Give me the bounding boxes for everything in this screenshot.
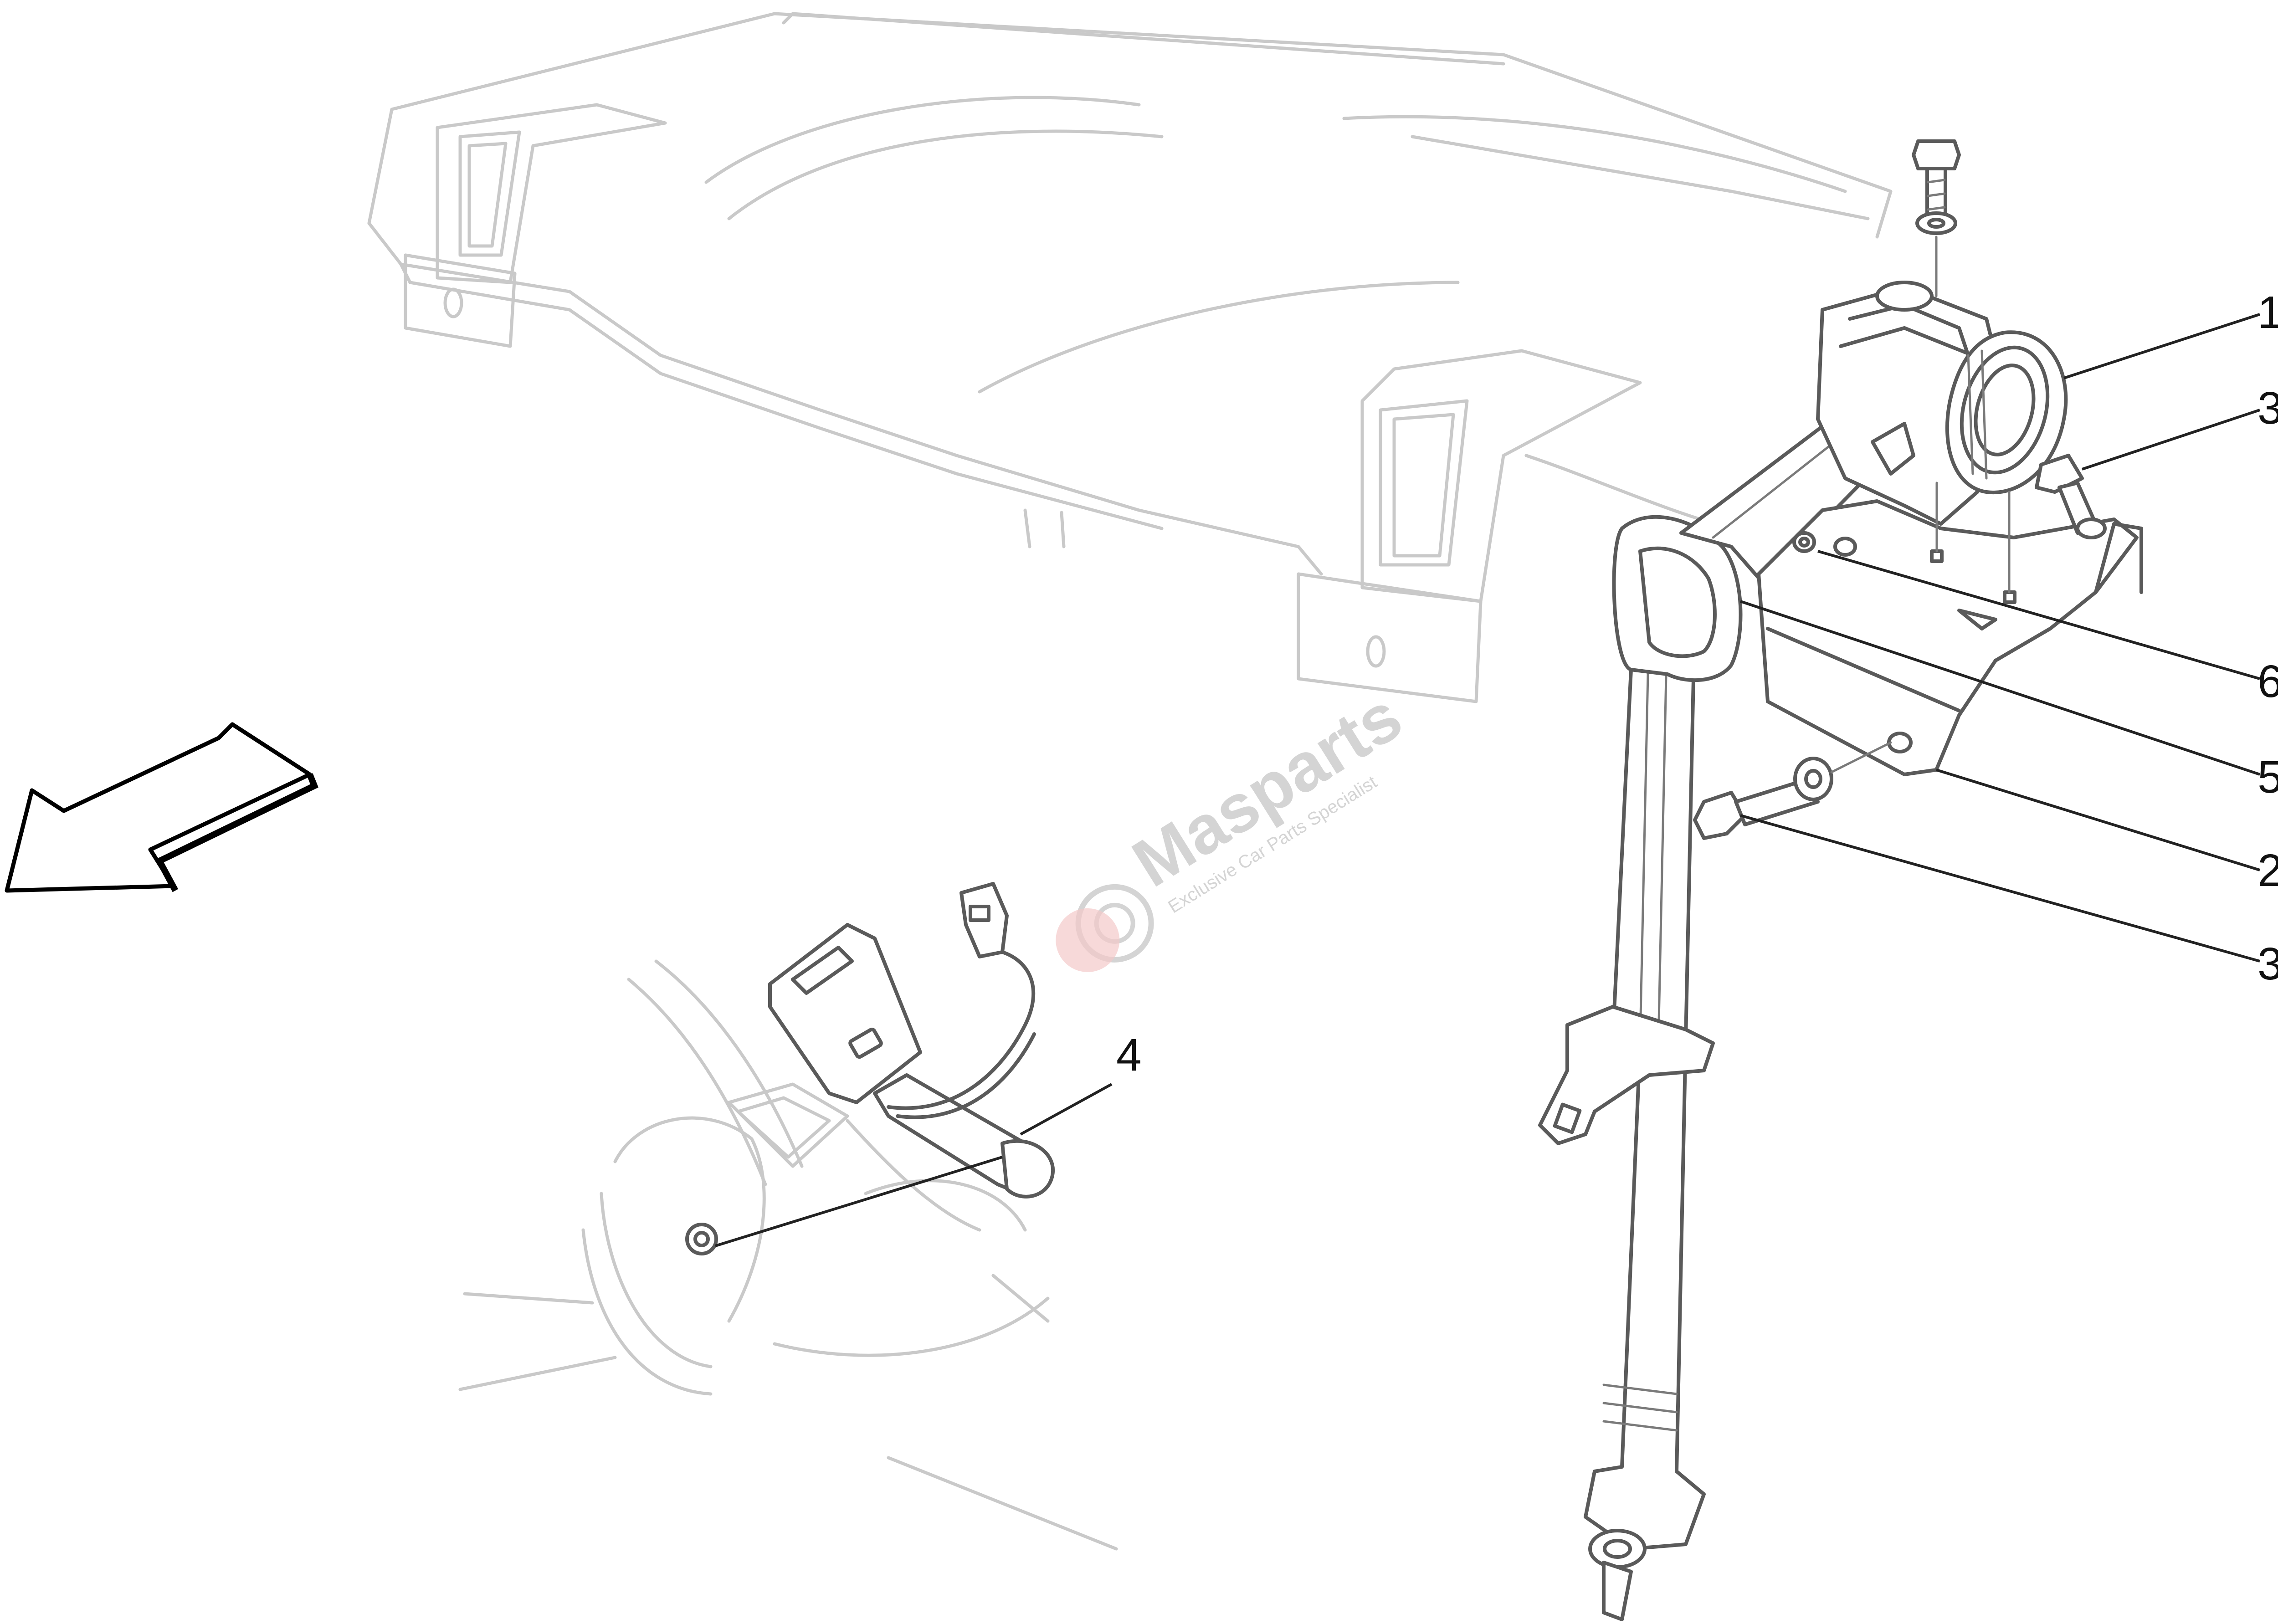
callout-3-upper: 3 — [2257, 383, 2278, 434]
masparts-watermark: Masparts Exclusive Car Parts Specialist — [1056, 677, 1415, 972]
callout-3-lower: 3 — [2257, 938, 2278, 989]
callout-6: 6 — [2257, 656, 2278, 707]
mounting-bracket — [1757, 482, 2143, 776]
bolt-axis-lower — [1830, 741, 1892, 774]
leader-line-4b — [1020, 1083, 1113, 1136]
direction-arrow — [5, 722, 318, 893]
top-bolt — [1912, 139, 1961, 235]
upper-bracket-bolt — [2035, 454, 2107, 539]
callout-4: 4 — [1116, 1030, 1142, 1081]
left-shelf-anchor — [404, 103, 667, 348]
callout-1: 1 — [2257, 287, 2278, 338]
leader-lines — [1740, 313, 2260, 963]
right-shelf-anchor — [1297, 349, 1642, 703]
bracket-nut — [1792, 531, 1816, 553]
seat-belt-buckle — [768, 882, 1055, 1199]
seat-belt-retractor — [1816, 281, 2068, 526]
rear-parcel-shelf — [367, 12, 1893, 703]
callout-2: 2 — [2257, 845, 2278, 896]
callout-5: 5 — [2257, 752, 2278, 803]
leader-line-4 — [715, 1156, 1003, 1247]
masparts-logo-icon — [1056, 884, 1154, 972]
lower-bracket-bolt — [1693, 757, 1833, 840]
rear-seat-frame — [458, 959, 1118, 1551]
